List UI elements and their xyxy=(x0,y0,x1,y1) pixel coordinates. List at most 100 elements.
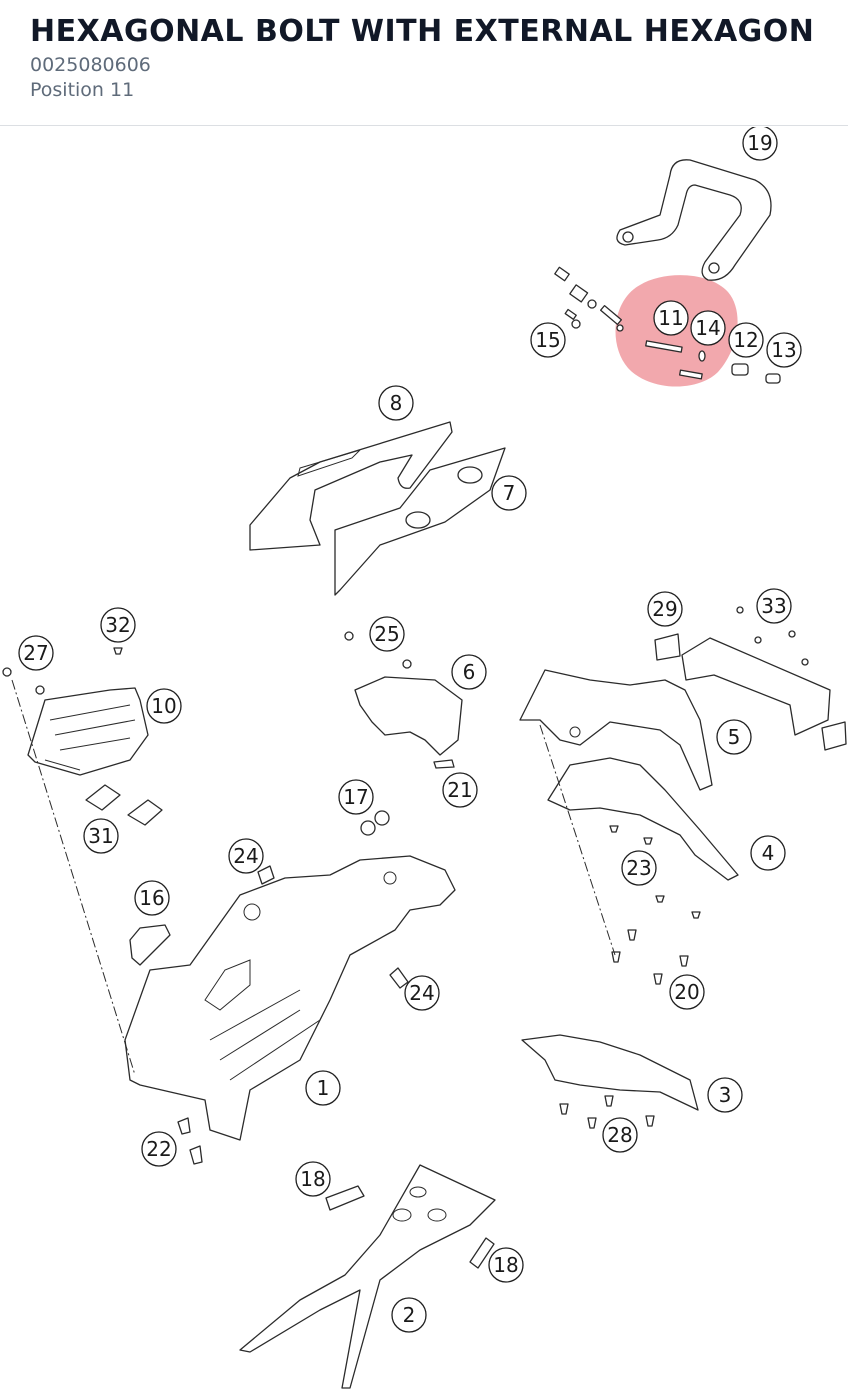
svg-text:4: 4 xyxy=(762,841,775,865)
callout-14[interactable]: 14 xyxy=(690,310,726,346)
svg-text:18: 18 xyxy=(300,1167,325,1191)
svg-text:23: 23 xyxy=(626,856,651,880)
svg-text:7: 7 xyxy=(503,481,516,505)
callout-7[interactable]: 7 xyxy=(491,475,527,511)
svg-text:27: 27 xyxy=(23,641,48,665)
svg-text:5: 5 xyxy=(728,725,741,749)
part-title: HEXAGONAL BOLT WITH EXTERNAL HEXAGON WI xyxy=(30,14,820,49)
callout-1[interactable]: 1 xyxy=(305,1070,341,1106)
callout-5[interactable]: 5 xyxy=(716,719,752,755)
svg-text:24: 24 xyxy=(409,981,434,1005)
license-bracket-part-33[interactable] xyxy=(681,606,831,736)
washer-part-14[interactable] xyxy=(698,350,706,362)
pad-part-31[interactable] xyxy=(85,784,163,826)
svg-text:10: 10 xyxy=(151,694,176,718)
svg-text:8: 8 xyxy=(390,391,403,415)
callout-4[interactable]: 4 xyxy=(750,835,786,871)
svg-text:28: 28 xyxy=(607,1123,632,1147)
screw-part-23[interactable] xyxy=(609,825,701,919)
svg-text:29: 29 xyxy=(652,597,677,621)
spacer-part-13[interactable] xyxy=(765,373,781,384)
svg-text:18: 18 xyxy=(493,1253,518,1277)
callout-10[interactable]: 10 xyxy=(146,688,182,724)
svg-text:32: 32 xyxy=(105,613,130,637)
callout-24[interactable]: 24 xyxy=(404,975,440,1011)
svg-text:24: 24 xyxy=(233,844,258,868)
callout-12[interactable]: 12 xyxy=(728,322,764,358)
svg-text:25: 25 xyxy=(374,622,399,646)
callout-28[interactable]: 28 xyxy=(602,1117,638,1153)
callout-23[interactable]: 23 xyxy=(621,850,657,886)
callout-20[interactable]: 20 xyxy=(669,974,705,1010)
part-number: 0025080606 xyxy=(30,54,151,76)
callout-24[interactable]: 24 xyxy=(228,838,264,874)
svg-text:12: 12 xyxy=(733,328,758,352)
callout-31[interactable]: 31 xyxy=(83,818,119,854)
screw-part-28[interactable] xyxy=(559,1095,655,1129)
callout-3[interactable]: 3 xyxy=(707,1077,743,1113)
pad-part-24[interactable] xyxy=(257,865,409,989)
svg-text:1: 1 xyxy=(317,1076,330,1100)
part-header: HEXAGONAL BOLT WITH EXTERNAL HEXAGON WI … xyxy=(0,0,848,126)
svg-text:3: 3 xyxy=(719,1083,732,1107)
callout-18[interactable]: 18 xyxy=(295,1161,331,1197)
svg-text:14: 14 xyxy=(695,316,720,340)
grommet-part-17[interactable] xyxy=(360,810,390,836)
svg-text:21: 21 xyxy=(447,778,472,802)
part-position: Position 11 xyxy=(30,79,135,101)
callout-6[interactable]: 6 xyxy=(451,654,487,690)
callout-2[interactable]: 2 xyxy=(391,1297,427,1333)
screw-part-32[interactable] xyxy=(113,647,123,655)
callout-17[interactable]: 17 xyxy=(338,779,374,815)
svg-text:2: 2 xyxy=(403,1303,416,1327)
callout-16[interactable]: 16 xyxy=(134,880,170,916)
guard-part-2[interactable] xyxy=(239,1164,496,1389)
assembly-lines xyxy=(11,679,616,1076)
rear-fender-part-5[interactable] xyxy=(519,669,713,791)
callout-11[interactable]: 11 xyxy=(653,300,689,336)
callout-29[interactable]: 29 xyxy=(647,591,683,627)
svg-text:31: 31 xyxy=(88,824,113,848)
plate-part-29[interactable] xyxy=(654,633,847,751)
svg-text:6: 6 xyxy=(463,660,476,684)
side-cover-part-8[interactable] xyxy=(249,421,453,551)
callout-18[interactable]: 18 xyxy=(488,1247,524,1283)
callout-13[interactable]: 13 xyxy=(766,332,802,368)
cover-part-6[interactable] xyxy=(354,676,463,756)
callout-27[interactable]: 27 xyxy=(18,635,54,671)
clip-part-22[interactable] xyxy=(177,1117,203,1165)
screw-part-20[interactable] xyxy=(611,929,689,985)
callout-33[interactable]: 33 xyxy=(756,588,792,624)
svg-text:19: 19 xyxy=(747,131,772,155)
screw-part-27[interactable] xyxy=(2,667,45,695)
cover-part-3[interactable] xyxy=(521,1034,699,1111)
bracket-part-10[interactable] xyxy=(27,687,149,776)
callout-32[interactable]: 32 xyxy=(100,607,136,643)
svg-text:15: 15 xyxy=(535,328,560,352)
svg-text:20: 20 xyxy=(674,980,699,1004)
svg-text:11: 11 xyxy=(658,306,683,330)
svg-text:13: 13 xyxy=(771,338,796,362)
screw-part-25[interactable] xyxy=(344,631,412,669)
callout-19[interactable]: 19 xyxy=(742,127,778,161)
spacer-part-12[interactable] xyxy=(731,363,749,376)
callout-8[interactable]: 8 xyxy=(378,385,414,421)
subframe-part-4[interactable] xyxy=(547,757,739,881)
exploded-parts-diagram: 19 11 14 15 12 13 8 7 32 27 10 25 6 29 3… xyxy=(0,127,848,1390)
svg-text:16: 16 xyxy=(139,886,164,910)
callout-25[interactable]: 25 xyxy=(369,616,405,652)
svg-text:22: 22 xyxy=(146,1137,171,1161)
tail-section-part-1[interactable] xyxy=(124,855,456,1141)
callout-15[interactable]: 15 xyxy=(530,322,566,358)
side-cover-part-7[interactable] xyxy=(334,447,506,596)
svg-text:33: 33 xyxy=(761,594,786,618)
grab-handle-part-19[interactable] xyxy=(616,159,772,281)
gasket-part-16[interactable] xyxy=(129,924,171,966)
svg-text:17: 17 xyxy=(343,785,368,809)
hexagon-bolt-part-11[interactable] xyxy=(616,324,703,380)
pad-part-21[interactable] xyxy=(433,759,455,769)
callout-21[interactable]: 21 xyxy=(442,772,478,808)
hardware-part-15[interactable] xyxy=(554,266,623,329)
pad-part-18[interactable] xyxy=(325,1185,495,1269)
callout-22[interactable]: 22 xyxy=(141,1131,177,1167)
